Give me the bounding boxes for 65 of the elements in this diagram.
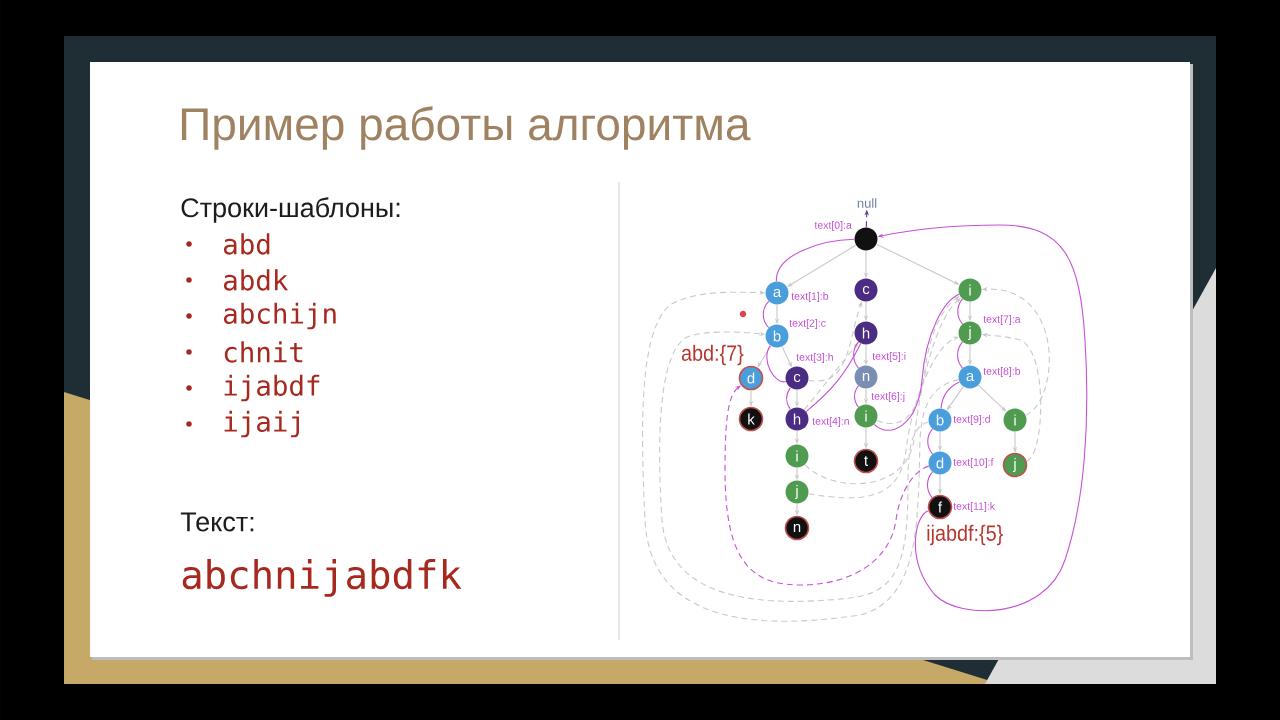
connector-line <box>786 387 791 410</box>
step-label: text[0]:a <box>814 221 852 231</box>
tree-node: i <box>958 278 982 302</box>
step-label: text[4]:n <box>812 417 849 427</box>
tree-node: h <box>785 407 809 431</box>
sample-text: abchnijabdfk <box>182 559 462 597</box>
tree-node: i <box>1003 408 1027 432</box>
connector-line <box>853 341 860 369</box>
tree-node: j <box>785 480 809 504</box>
arrow <box>787 244 857 287</box>
connector-line <box>766 345 787 383</box>
dashed-arrow <box>807 301 863 382</box>
connector-line <box>762 300 770 329</box>
connector-line <box>957 298 964 325</box>
tree-node: b <box>928 408 952 432</box>
match-label: abd:{7} <box>681 344 744 366</box>
heading-text: Строки-шаблоны: <box>181 197 400 223</box>
dashed-arrow <box>642 290 960 622</box>
list-item: ijaij <box>224 410 299 438</box>
tree-node: h <box>854 321 878 345</box>
heading-text: Текст: <box>180 512 254 532</box>
tree-node: i <box>785 444 809 468</box>
step-label: text[11]:k <box>953 502 996 512</box>
connector-line <box>957 341 964 369</box>
tree-node: c <box>854 278 878 302</box>
match-label: ijabdf:{5} <box>927 524 1003 546</box>
tree-node: f <box>927 494 953 520</box>
tree-node: d <box>928 451 952 475</box>
tree-node: n <box>784 515 810 541</box>
dashed-arrow <box>659 331 930 602</box>
tree-node: n <box>854 365 878 389</box>
list-item: abchijn <box>224 302 336 330</box>
connector-line <box>927 428 934 455</box>
step-label: text[3]:h <box>796 353 833 363</box>
step-label: text[2]:c <box>789 319 826 329</box>
dashed-arrow <box>724 385 930 586</box>
slide-title: Пример работы алгоритма <box>181 106 751 150</box>
step-label: text[8]:b <box>983 367 1021 377</box>
connector-line <box>853 385 860 408</box>
step-label: text[7]:a <box>983 315 1021 325</box>
dashed-arrow <box>808 336 959 499</box>
text-label: null <box>857 198 877 208</box>
list-item: abdk <box>224 269 288 291</box>
tree-node <box>854 227 878 251</box>
list-item: ijabdf <box>224 374 320 402</box>
step-label: text[5]:i <box>872 352 906 362</box>
step-label: text[9]:d <box>953 415 990 425</box>
tree-node: c <box>785 366 809 390</box>
tree-node: a <box>765 281 789 305</box>
tree-node: t <box>853 448 879 474</box>
connector-line <box>775 238 855 282</box>
tree-node: d <box>738 365 764 391</box>
step-label: text[6]:j <box>871 392 905 402</box>
step-label: text[1]:b <box>791 292 829 302</box>
tree-node: i <box>854 404 878 428</box>
tree-node: b <box>765 324 789 348</box>
tree-node: j <box>1002 452 1028 478</box>
tree-node: k <box>738 406 764 432</box>
list-item: chnit <box>224 341 303 363</box>
step-label: text[10]:f <box>953 458 994 468</box>
connector-line <box>926 471 934 499</box>
list-item: abd <box>224 233 270 255</box>
tree-node: a <box>958 365 982 389</box>
connector-line <box>940 381 960 409</box>
tree-node: j <box>958 321 982 345</box>
